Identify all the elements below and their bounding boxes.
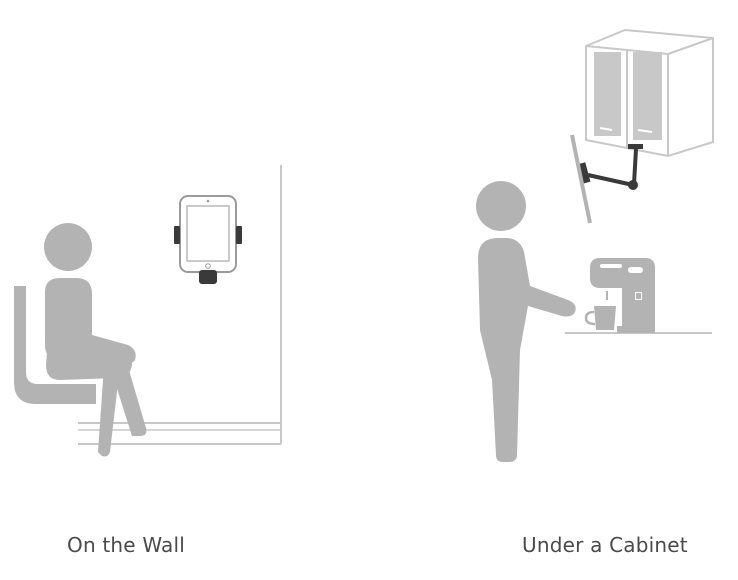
tablet-home-button	[205, 263, 211, 269]
mount-clip-left	[174, 226, 180, 244]
chair-icon	[14, 286, 96, 404]
cabinet-scene	[476, 28, 714, 462]
tablet-wall-mount-icon	[174, 195, 242, 284]
arm-tablet-edge	[570, 134, 592, 224]
kitchen-cabinet-icon	[585, 28, 714, 158]
mount-base	[199, 270, 217, 284]
tablet-screen	[186, 205, 230, 262]
coffee-maker-icon	[584, 258, 655, 333]
tablet-arm-mount-icon	[570, 134, 643, 224]
tablet-camera	[206, 199, 210, 203]
mount-clip-right	[236, 226, 242, 244]
caption-under-a-cabinet: Under a Cabinet	[522, 533, 688, 557]
wall-scene	[14, 165, 282, 457]
seated-person-icon	[44, 223, 147, 457]
standing-person-icon	[476, 181, 576, 462]
caption-on-the-wall: On the Wall	[67, 533, 186, 557]
